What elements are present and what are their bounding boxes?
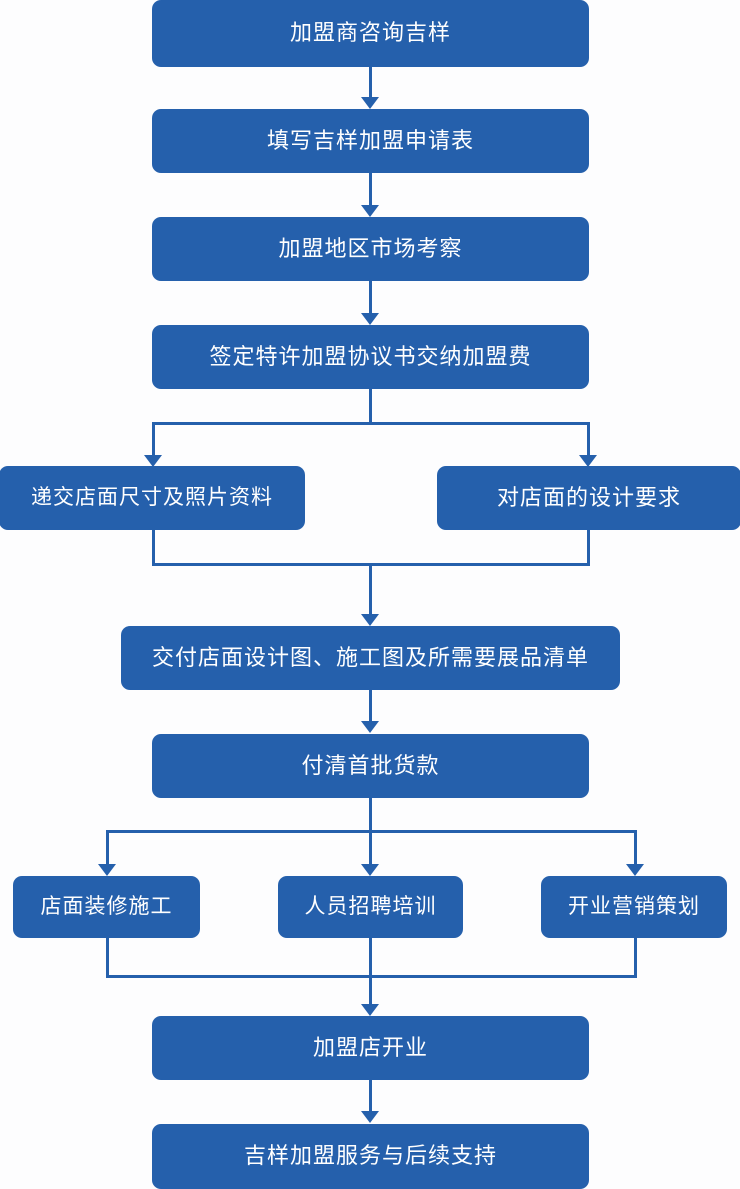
connector-line	[587, 422, 590, 464]
connector-line	[369, 938, 372, 978]
connector-line	[152, 530, 155, 566]
connector-arrowhead	[361, 864, 379, 876]
flow-node-staff-recruitment-training[interactable]: 人员招聘培训	[278, 876, 463, 938]
flow-node-store-opening[interactable]: 加盟店开业	[152, 1016, 589, 1080]
flow-node-sign-agreement[interactable]: 签定特许加盟协议书交纳加盟费	[152, 325, 589, 389]
connector-line	[634, 938, 637, 978]
connector-arrowhead	[98, 864, 116, 876]
connector-line	[369, 1080, 372, 1112]
flow-node-application-form[interactable]: 填写吉样加盟申请表	[152, 109, 589, 173]
connector-line	[152, 422, 155, 464]
connector-bus	[152, 422, 590, 425]
flow-node-opening-marketing-plan[interactable]: 开业营销策划	[541, 876, 727, 938]
connector-line	[369, 830, 372, 872]
connector-arrowhead	[361, 721, 379, 733]
connector-line	[369, 690, 372, 722]
connector-line	[369, 563, 372, 615]
connector-arrowhead	[626, 864, 644, 876]
flow-node-store-design-requirements[interactable]: 对店面的设计要求	[437, 466, 740, 530]
connector-line	[634, 830, 637, 872]
connector-arrowhead	[579, 455, 597, 467]
connector-line	[369, 67, 372, 99]
connector-line	[369, 173, 372, 205]
connector-arrowhead	[361, 614, 379, 626]
flow-node-submit-store-photos[interactable]: 递交店面尺寸及照片资料	[0, 466, 305, 530]
connector-line	[106, 830, 109, 872]
connector-line	[369, 389, 372, 425]
connector-arrowhead	[144, 455, 162, 467]
connector-arrowhead	[361, 97, 379, 109]
connector-arrowhead	[361, 1004, 379, 1016]
flow-node-consult[interactable]: 加盟商咨询吉样	[152, 0, 589, 67]
connector-arrowhead	[361, 205, 379, 217]
connector-line	[369, 281, 372, 313]
connector-arrowhead	[361, 313, 379, 325]
flow-node-market-survey[interactable]: 加盟地区市场考察	[152, 217, 589, 281]
flow-node-deliver-design-drawings[interactable]: 交付店面设计图、施工图及所需要展品清单	[121, 626, 620, 690]
flow-node-store-construction[interactable]: 店面装修施工	[13, 876, 200, 938]
connector-arrowhead	[361, 1111, 379, 1123]
flow-node-after-sales-support[interactable]: 吉样加盟服务与后续支持	[152, 1124, 589, 1189]
connector-line	[369, 975, 372, 1005]
connector-line	[369, 798, 372, 833]
connector-line	[587, 530, 590, 566]
connector-line	[106, 938, 109, 978]
flow-node-pay-first-order[interactable]: 付清首批货款	[152, 734, 589, 798]
